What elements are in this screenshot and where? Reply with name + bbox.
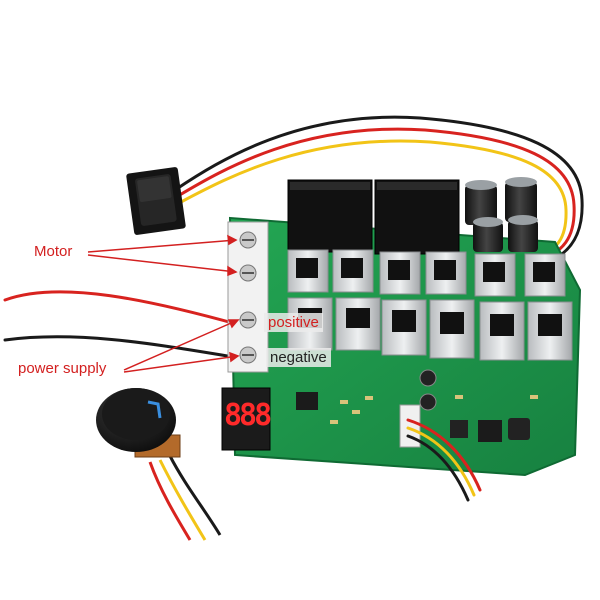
- switch-wires: [173, 115, 584, 264]
- annotation-arrows: [87, 234, 240, 373]
- label-negative: negative: [266, 348, 331, 367]
- rocker-switch: [126, 167, 186, 235]
- heatsinks-bottom-row: [287, 297, 573, 361]
- led-display: [221, 387, 271, 451]
- power-wires: [3, 290, 242, 360]
- potentiometer-knob: [96, 388, 222, 541]
- label-positive: positive: [264, 313, 323, 332]
- capacitors: [465, 177, 538, 252]
- heatsinks-top-row: [287, 249, 566, 297]
- potentiometer-wires: [406, 418, 482, 502]
- small-components: [296, 369, 538, 448]
- label-motor: Motor: [34, 243, 73, 260]
- led-digits: 888: [224, 398, 272, 433]
- label-power-supply: power supply: [18, 360, 107, 377]
- terminal-block: [227, 221, 269, 373]
